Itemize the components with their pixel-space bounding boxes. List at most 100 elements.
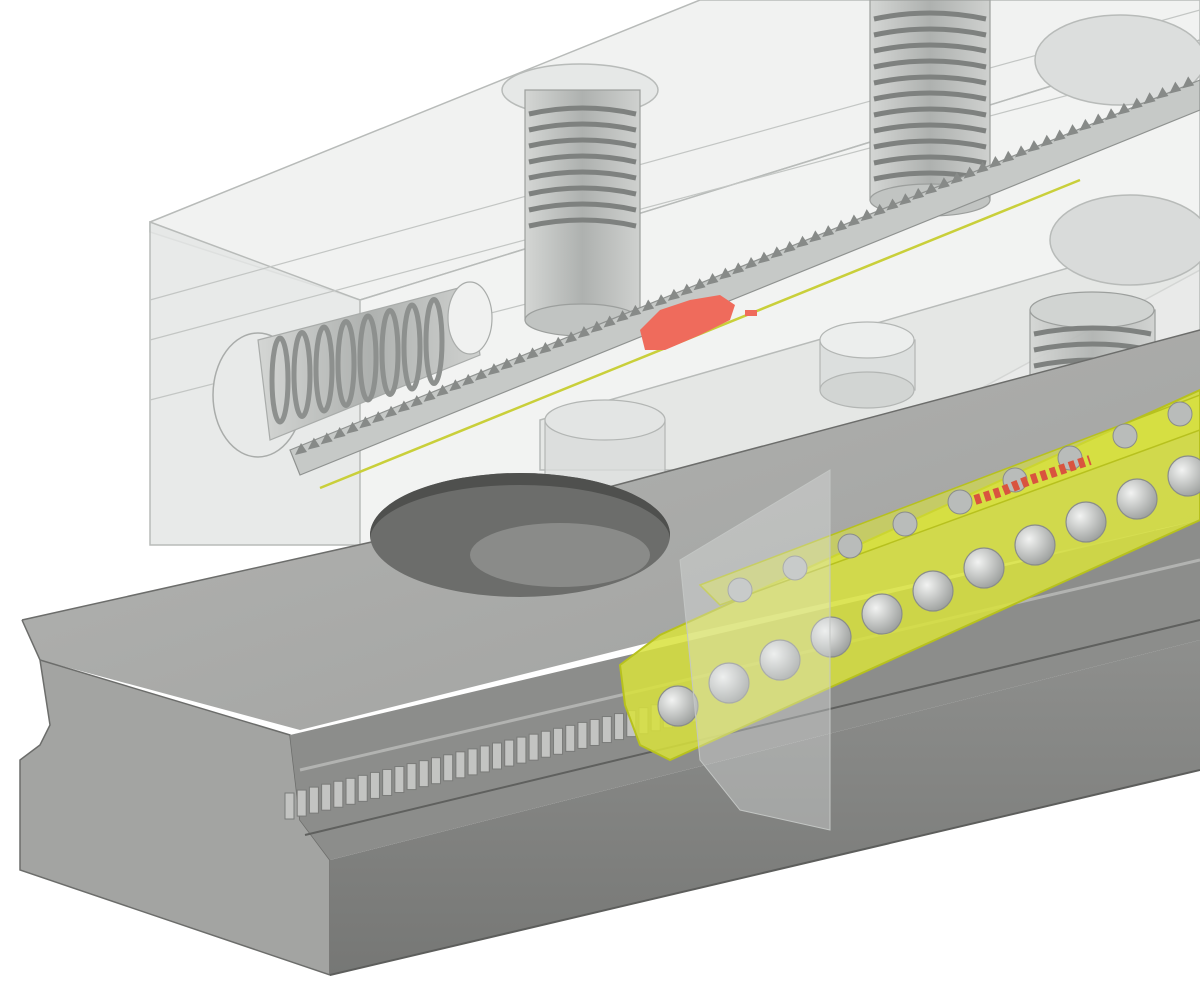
ball	[861, 593, 903, 635]
rack-tooth	[385, 405, 397, 418]
thread-line	[528, 121, 637, 133]
rack-tooth	[796, 235, 809, 248]
track-segment	[321, 783, 332, 811]
track-segment	[308, 786, 319, 814]
rack-tooth	[295, 443, 307, 455]
thread-line	[269, 335, 291, 425]
ball	[963, 547, 1005, 589]
rack-tooth	[770, 246, 783, 259]
rack-tooth	[937, 177, 950, 190]
track-segment	[528, 733, 539, 761]
rack-tooth	[860, 209, 873, 222]
rack-tooth	[397, 400, 410, 413]
ball	[1167, 455, 1200, 497]
rack-tooth	[809, 230, 822, 243]
thread-line	[873, 90, 987, 102]
ball	[1065, 501, 1107, 543]
rack-tooth	[577, 326, 590, 339]
thread-line	[313, 324, 335, 414]
rack-tooth	[963, 166, 976, 179]
track-segment	[565, 724, 576, 752]
rack-tooth	[513, 352, 526, 365]
track-segment	[296, 789, 307, 817]
ball	[1116, 478, 1158, 520]
rack-tooth	[667, 288, 680, 301]
rack-tooth	[1182, 76, 1195, 89]
track-segment	[394, 766, 405, 794]
rack-tooth	[886, 198, 899, 211]
thread-line	[873, 58, 987, 70]
rack-tooth	[925, 182, 937, 195]
lubrication-nipple-screw	[212, 281, 493, 458]
thread-line	[423, 297, 445, 386]
ball	[892, 511, 918, 537]
track-segment	[369, 771, 380, 799]
track-segment	[516, 736, 527, 764]
screw-thread	[873, 10, 987, 182]
thread-line	[528, 105, 637, 117]
rack-tooth	[475, 368, 487, 381]
rack-tooth	[1143, 92, 1156, 105]
rack-tooth	[1015, 145, 1027, 158]
thread-line	[1033, 325, 1152, 337]
rack-tooth	[1002, 150, 1015, 163]
rack-tooth	[912, 187, 925, 200]
rack-tooth	[1169, 81, 1182, 94]
ball	[1112, 423, 1138, 449]
screw-thread	[528, 105, 637, 229]
rack-tooth	[590, 320, 603, 333]
track-segment	[614, 713, 625, 741]
rack-tooth	[1040, 134, 1053, 147]
rack-tooth	[822, 225, 835, 238]
rack-tooth	[1156, 86, 1169, 99]
thread-line	[873, 74, 987, 86]
ball	[837, 533, 863, 559]
screw-thread	[269, 297, 445, 425]
thread-line	[873, 42, 987, 54]
rail-mounting-hole	[370, 473, 670, 597]
mounting-screw-left	[524, 89, 641, 337]
rack-tooth	[706, 272, 719, 285]
ball-retainer	[618, 388, 1200, 762]
thread-line	[357, 313, 379, 403]
ball	[947, 489, 973, 515]
thread-line	[528, 137, 637, 149]
track-segment	[492, 742, 502, 770]
rack-tooth	[436, 384, 449, 397]
rack-tooth	[552, 336, 565, 349]
track-segment	[333, 780, 344, 808]
thread-line	[528, 217, 637, 229]
counterbore-right	[1034, 14, 1200, 106]
rack-teeth	[295, 76, 1195, 455]
upper-rack-strip	[289, 76, 1200, 490]
thread-line	[873, 26, 987, 38]
rack-tooth	[732, 262, 745, 275]
mounting-screw-center	[869, 0, 991, 217]
rack-tooth	[847, 214, 860, 227]
track-segment	[382, 768, 393, 796]
track-segment	[406, 763, 417, 791]
rack-tooth	[603, 315, 616, 328]
track-segment	[589, 718, 600, 746]
rack-tooth	[1105, 108, 1117, 121]
rack-tooth	[1092, 113, 1105, 126]
ball-accent	[973, 455, 1092, 505]
rack-tooth	[629, 304, 642, 317]
thread-line	[873, 106, 987, 118]
rack-tooth	[423, 389, 436, 402]
ball	[1014, 524, 1056, 566]
track-segment	[430, 757, 441, 785]
rack-tooth	[1130, 97, 1143, 110]
track-segment	[467, 748, 478, 776]
track-segment	[540, 730, 551, 758]
rack-tooth	[976, 161, 989, 174]
rack-tooth	[680, 283, 693, 296]
rack-tooth	[526, 347, 539, 360]
rack-tooth	[539, 342, 552, 355]
rack-tooth	[899, 193, 912, 206]
rack-tooth	[1117, 102, 1130, 115]
rack-tooth	[835, 219, 847, 232]
rack-tooth	[346, 421, 359, 434]
rail-end-face	[19, 619, 331, 977]
rack-tooth	[642, 299, 655, 312]
